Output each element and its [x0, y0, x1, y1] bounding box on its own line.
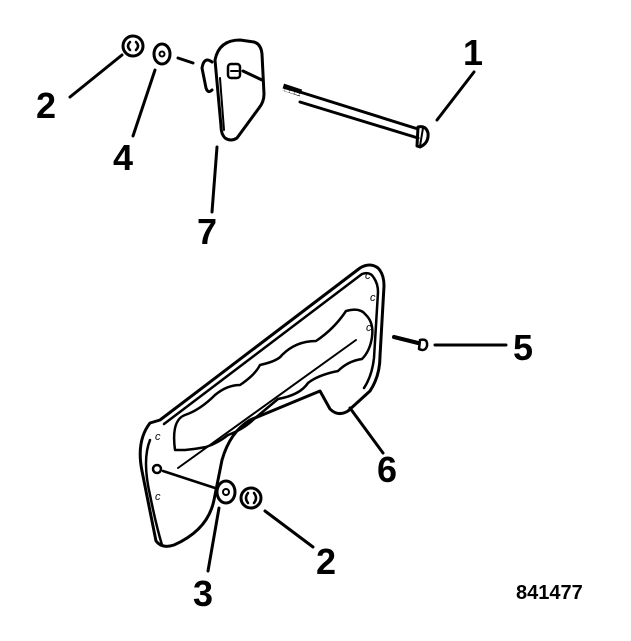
- leader-line-6: [348, 406, 385, 455]
- bracket-block-icon: [200, 38, 266, 142]
- svg-text:c: c: [155, 431, 161, 443]
- upper-washer-icon: [152, 42, 172, 66]
- callout-5: 5: [513, 327, 534, 368]
- callout-1: 1: [463, 32, 484, 73]
- leader-line-2-upper: [68, 53, 124, 99]
- leader-line-1: [435, 70, 476, 122]
- leader-line-2-lower: [263, 509, 315, 549]
- svg-text:c: c: [366, 322, 372, 334]
- lower-washer-icon: [215, 479, 237, 505]
- callout-2-lower: 2: [316, 541, 337, 582]
- bolt-icon: [280, 83, 430, 149]
- callout-3: 3: [193, 573, 214, 614]
- leader-line-7: [210, 145, 219, 214]
- upper-nut-icon: [121, 34, 145, 58]
- axis-line: [176, 56, 195, 65]
- svg-text:c: c: [370, 292, 376, 304]
- leader-line-3: [206, 506, 221, 573]
- figure-id: 841477: [516, 582, 583, 604]
- callout-6: 6: [377, 449, 398, 490]
- gasket-plate-icon: c c c c c: [138, 263, 386, 548]
- callout-7: 7: [197, 211, 218, 252]
- callout-4: 4: [113, 137, 134, 178]
- lower-nut-icon: [239, 486, 263, 510]
- svg-text:c: c: [155, 491, 161, 503]
- svg-text:c: c: [365, 270, 371, 282]
- screw-icon: [392, 335, 429, 352]
- leader-line-4: [131, 68, 157, 138]
- callout-2-upper: 2: [36, 85, 57, 126]
